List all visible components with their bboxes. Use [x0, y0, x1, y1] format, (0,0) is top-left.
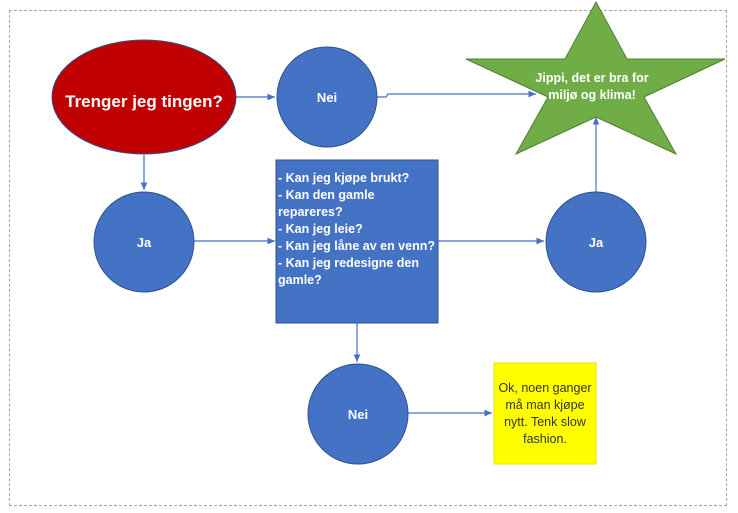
questions-box [275, 159, 439, 324]
no-circle-bottom [307, 363, 409, 465]
start-question-label: Trenger jeg tingen? [65, 91, 223, 111]
connector-no-to-star [377, 90, 536, 98]
success-star [465, 0, 726, 156]
yes-left-label: Ja [136, 234, 152, 250]
question-item: - Kan jeg redesigne den gamle? [278, 256, 420, 287]
yes-right-label: Ja [588, 234, 604, 250]
diagram-frame [9, 10, 727, 506]
no-circle-top [276, 46, 378, 148]
question-item: - Kan jeg leie? [278, 222, 363, 236]
no-top-label: Nei [316, 89, 338, 105]
buy-new-note-label: Ok, noen ganger må man kjøpe nytt. Tenk … [498, 380, 592, 446]
note-box [493, 362, 597, 465]
question-item: - Kan den gamle repareres? [278, 188, 375, 219]
question-item: - Kan jeg kjøpe brukt? [278, 171, 410, 185]
yes-circle-left [93, 191, 195, 293]
question-item: - Kan jeg låne av en venn? [278, 239, 435, 253]
start-oval [51, 39, 237, 155]
questions-list: - Kan jeg kjøpe brukt? - Kan den gamle r… [278, 170, 436, 320]
yes-circle-right [545, 191, 647, 293]
no-bottom-label: Nei [347, 406, 369, 422]
success-label: Jippi, det er bra for miljø og klima! [535, 71, 649, 102]
